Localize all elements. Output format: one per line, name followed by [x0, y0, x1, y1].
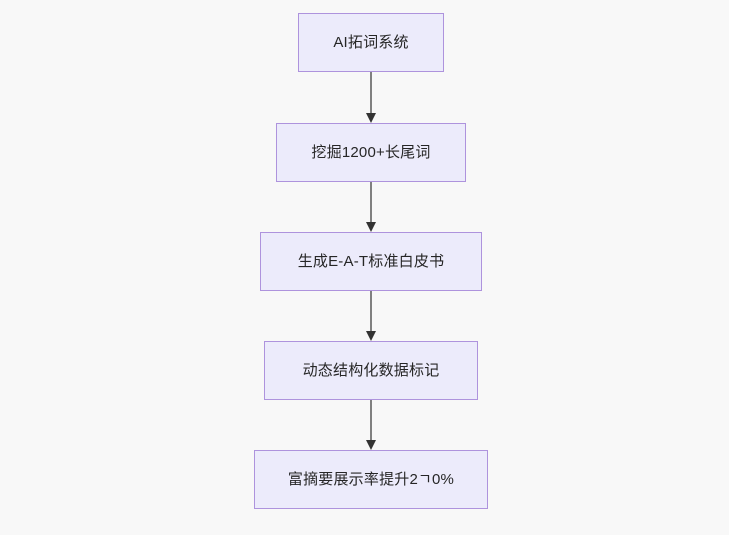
- flow-node-label: 挖掘1200+长尾词: [311, 144, 431, 161]
- flow-edge-1-to-2: [366, 72, 376, 123]
- flow-edge-4-to-5: [366, 400, 376, 450]
- flow-node-label: 生成E-A-T标准白皮书: [297, 253, 445, 270]
- flow-node-label: 动态结构化数据标记: [302, 362, 440, 379]
- flow-node-label: AI拓词系统: [333, 34, 409, 51]
- flow-node-rich-snippet-rate-increase[interactable]: 富摘要展示率提升2ㄱ0%: [254, 450, 488, 509]
- flow-edge-2-to-3: [366, 182, 376, 232]
- flow-node-dynamic-structured-data-markup[interactable]: 动态结构化数据标记: [264, 341, 478, 400]
- flow-node-generate-eat-whitepaper[interactable]: 生成E-A-T标准白皮书: [260, 232, 482, 291]
- flow-node-label: 富摘要展示率提升2ㄱ0%: [287, 471, 455, 488]
- flow-node-ai-keyword-system[interactable]: AI拓词系统: [298, 13, 444, 72]
- flow-node-mine-longtail-keywords[interactable]: 挖掘1200+长尾词: [276, 123, 466, 182]
- flow-edge-3-to-4: [366, 291, 376, 341]
